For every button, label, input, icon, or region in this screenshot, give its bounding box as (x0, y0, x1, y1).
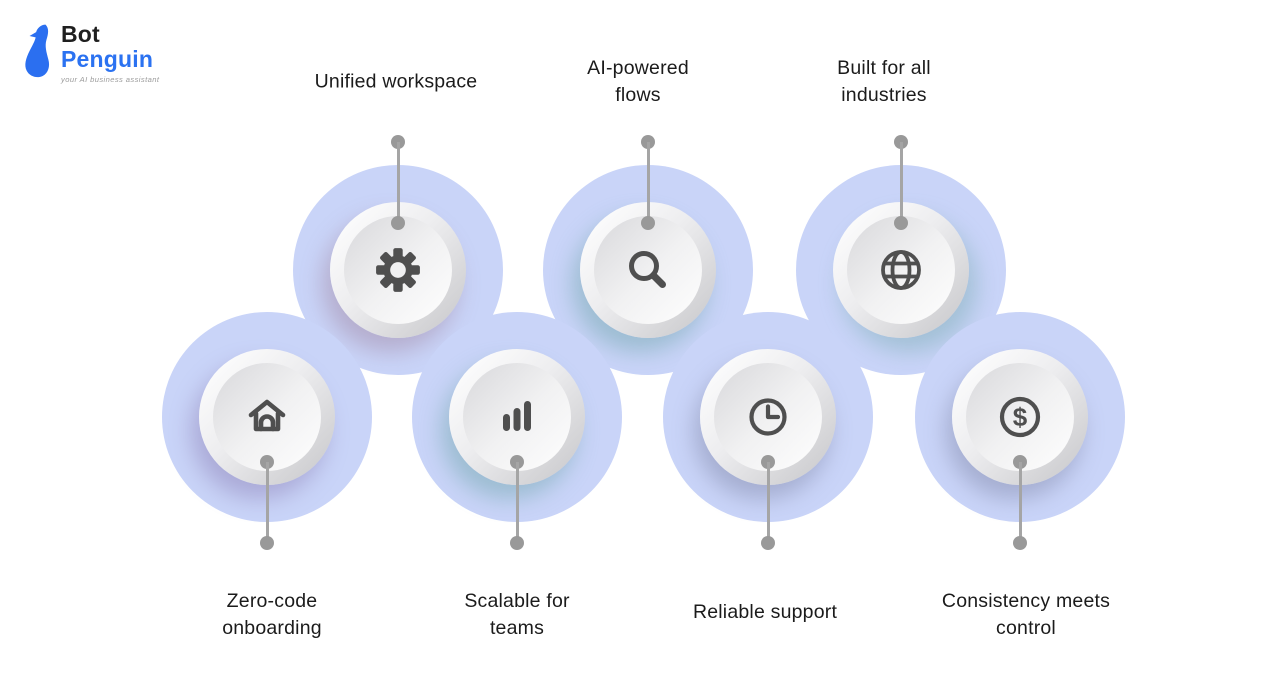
connector-pin (1013, 455, 1027, 550)
bar-chart-icon (503, 401, 531, 431)
connector-pin (894, 135, 908, 230)
feature-label: AI-powered flows (587, 57, 689, 106)
connector-line (396, 142, 400, 223)
feature-circle (833, 202, 969, 338)
feature-label: Unified workspace (314, 70, 478, 93)
logo-word-bot: Bot (61, 21, 100, 47)
dollar-icon: $ (999, 396, 1041, 438)
search-icon (629, 251, 666, 288)
clock-icon (749, 398, 787, 436)
feature-circle-inner (847, 216, 955, 324)
connector-line (265, 462, 269, 543)
feature-circle-inner: $ (966, 363, 1074, 471)
feature-label: Zero-code onboarding (222, 590, 322, 639)
connector-pin (510, 455, 524, 550)
connector-dot (894, 216, 908, 230)
logo-wordmark: Bot Penguin your AI business assistant (61, 22, 159, 84)
botpenguin-logo: Bot Penguin your AI business assistant (22, 22, 159, 84)
gear-icon (376, 248, 420, 292)
feature-circle-inner (463, 363, 571, 471)
feature-label: Scalable for teams (464, 590, 570, 639)
feature-label: Built for all industries (837, 57, 931, 106)
feature-circle-inner (594, 216, 702, 324)
connector-line (515, 462, 519, 543)
feature-circle-inner (213, 363, 321, 471)
globe-icon (881, 250, 921, 290)
connector-dot (1013, 536, 1027, 550)
connector-dot (260, 536, 274, 550)
svg-text:$: $ (1013, 402, 1028, 432)
connector-pin (641, 135, 655, 230)
connector-dot (641, 216, 655, 230)
connector-dot (510, 536, 524, 550)
logo-word-penguin: Penguin (61, 45, 154, 72)
feature-circle-inner (714, 363, 822, 471)
connector-pin (391, 135, 405, 230)
feature-circle-inner (344, 216, 452, 324)
connector-dot (391, 216, 405, 230)
connector-line (1018, 462, 1022, 543)
connector-pin (761, 455, 775, 550)
feature-label: Consistency meets control (941, 590, 1111, 639)
feature-label: Reliable support (692, 601, 838, 623)
connector-line (766, 462, 770, 543)
connector-line (646, 142, 650, 223)
connector-pin (260, 455, 274, 550)
connector-line (899, 142, 903, 223)
penguin-logo-icon (25, 24, 50, 78)
connector-dot (761, 536, 775, 550)
home-icon (248, 399, 286, 432)
logo-tagline: your AI business assistant (61, 74, 160, 84)
